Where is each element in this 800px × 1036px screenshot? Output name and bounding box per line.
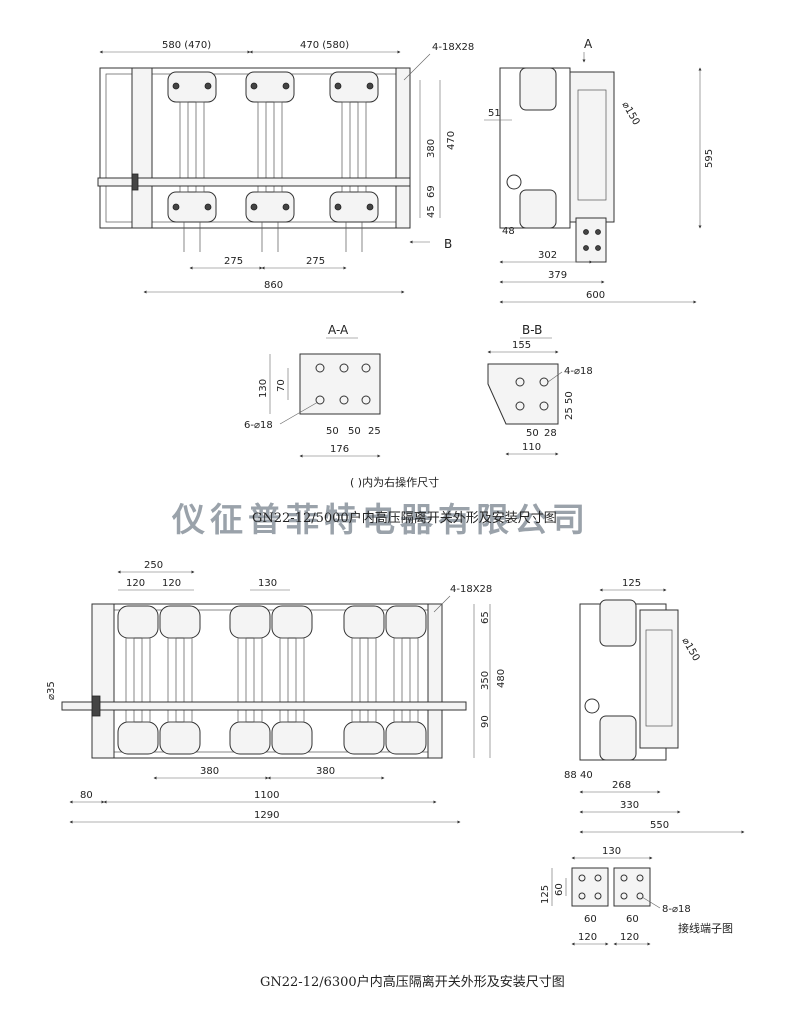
terminal-dim-130: 130 — [602, 846, 621, 857]
terminal-dim-120a: 120 — [578, 932, 597, 943]
top-dim-275b: 275 — [306, 256, 325, 267]
aa-title: A-A — [328, 323, 349, 337]
top-caption: GN22-12/5000户内高压隔离开关外形及安装尺寸图 — [252, 510, 557, 526]
aa-holes: 6-⌀18 — [244, 420, 273, 431]
bottom-dim-480: 480 — [496, 669, 507, 688]
bottom-dim-330: 330 — [620, 800, 639, 811]
bb-dim-155: 155 — [512, 340, 531, 351]
bottom-dim-120b: 120 — [162, 578, 181, 589]
top-dim-302: 302 — [538, 250, 557, 261]
bottom-front-view: 250 120 120 130 4-18X28 65 350 480 90 ⌀3… — [46, 560, 507, 824]
bb-dim-28: 28 — [544, 428, 557, 439]
top-section-a: A — [584, 37, 593, 51]
bb-dim-25v: 25 — [564, 407, 575, 420]
bottom-dim-90: 90 — [480, 715, 491, 728]
bottom-pole-group-3 — [343, 605, 427, 755]
top-dim-595: 595 — [704, 149, 715, 168]
top-dim-51: 51 — [488, 108, 501, 119]
aa-dim-50b: 50 — [348, 426, 361, 437]
bottom-dim-88: 88 — [564, 770, 577, 781]
terminal-dim-60v: 60 — [554, 883, 565, 896]
terminal-holes: 8-⌀18 — [662, 904, 691, 915]
aa-dim-176: 176 — [330, 444, 349, 455]
terminal-dim-60b: 60 — [626, 914, 639, 925]
watermark: 仪征普菲特电器有限公司 — [171, 500, 590, 539]
top-dim-span-left: 580 (470) — [162, 40, 211, 51]
top-dim-45: 45 — [426, 205, 437, 218]
bb-title: B-B — [522, 323, 542, 337]
bottom-dim-1290: 1290 — [254, 810, 279, 821]
section-aa: A-A 130 70 6-⌀18 50 50 25 176 — [244, 323, 381, 458]
bottom-dim-120a: 120 — [126, 578, 145, 589]
bottom-dim-65: 65 — [480, 611, 491, 624]
bb-dim-110: 110 — [522, 442, 541, 453]
terminal-detail: 130 125 60 8-⌀18 60 60 120 120 接线端子图 — [540, 846, 733, 946]
bottom-pole-group-1 — [117, 605, 201, 755]
top-dim-379: 379 — [548, 270, 567, 281]
bottom-dim-1100: 1100 — [254, 790, 279, 801]
terminal-dim-60a: 60 — [584, 914, 597, 925]
top-dim-860: 860 — [264, 280, 283, 291]
terminal-dim-120b: 120 — [620, 932, 639, 943]
bb-dim-50h: 50 — [526, 428, 539, 439]
bottom-dim-350: 350 — [480, 671, 491, 690]
bottom-dim-380a: 380 — [200, 766, 219, 777]
top-note: ( )内为右操作尺寸 — [350, 475, 439, 489]
aa-dim-25: 25 — [368, 426, 381, 437]
bottom-dim-268: 268 — [612, 780, 631, 791]
bottom-dim-40: 40 — [580, 770, 593, 781]
top-side-view: 51 ⌀150 595 48 302 379 600 — [484, 67, 715, 304]
bottom-dim-130: 130 — [258, 578, 277, 589]
bottom-pole-group-2 — [229, 605, 313, 755]
top-pole-1 — [167, 71, 217, 252]
top-front-view: 580 (470) 470 (580) 4-18X28 380 470 69 4… — [97, 37, 593, 294]
top-dim-48: 48 — [502, 226, 515, 237]
bottom-caption: GN22-12/6300户内高压隔离开关外形及安装尺寸图 — [260, 974, 565, 990]
section-bb: B-B 155 4-⌀18 50 25 50 28 110 — [487, 323, 593, 456]
top-dim-span-right: 470 (580) — [300, 40, 349, 51]
bottom-dim-holes: 4-18X28 — [450, 584, 492, 595]
bottom-dim-550: 550 — [650, 820, 669, 831]
bb-holes: 4-⌀18 — [564, 366, 593, 377]
top-dim-69: 69 — [426, 185, 437, 198]
top-dim-470: 470 — [446, 131, 457, 150]
bottom-dim-380b: 380 — [316, 766, 335, 777]
top-dim-600: 600 — [586, 290, 605, 301]
top-pole-3 — [329, 71, 379, 252]
bottom-dim-35: ⌀35 — [46, 681, 57, 700]
bottom-dim-125: 125 — [622, 578, 641, 589]
bottom-side-view: 125 ⌀150 88 40 268 330 550 — [564, 578, 745, 834]
top-dim-380: 380 — [426, 139, 437, 158]
terminal-dim-125: 125 — [540, 885, 551, 904]
bottom-dim-250: 250 — [144, 560, 163, 571]
aa-dim-70: 70 — [276, 379, 287, 392]
aa-dim-50a: 50 — [326, 426, 339, 437]
top-section-b: B — [444, 237, 452, 251]
top-dim-150: ⌀150 — [619, 100, 641, 127]
bottom-dim-150: ⌀150 — [679, 636, 701, 663]
terminal-label: 接线端子图 — [678, 921, 733, 935]
top-dim-275a: 275 — [224, 256, 243, 267]
top-dim-holes: 4-18X28 — [432, 42, 474, 53]
bb-dim-50v: 50 — [564, 391, 575, 404]
top-pole-2 — [245, 71, 295, 252]
bottom-dim-80: 80 — [80, 790, 93, 801]
aa-dim-130: 130 — [258, 379, 269, 398]
